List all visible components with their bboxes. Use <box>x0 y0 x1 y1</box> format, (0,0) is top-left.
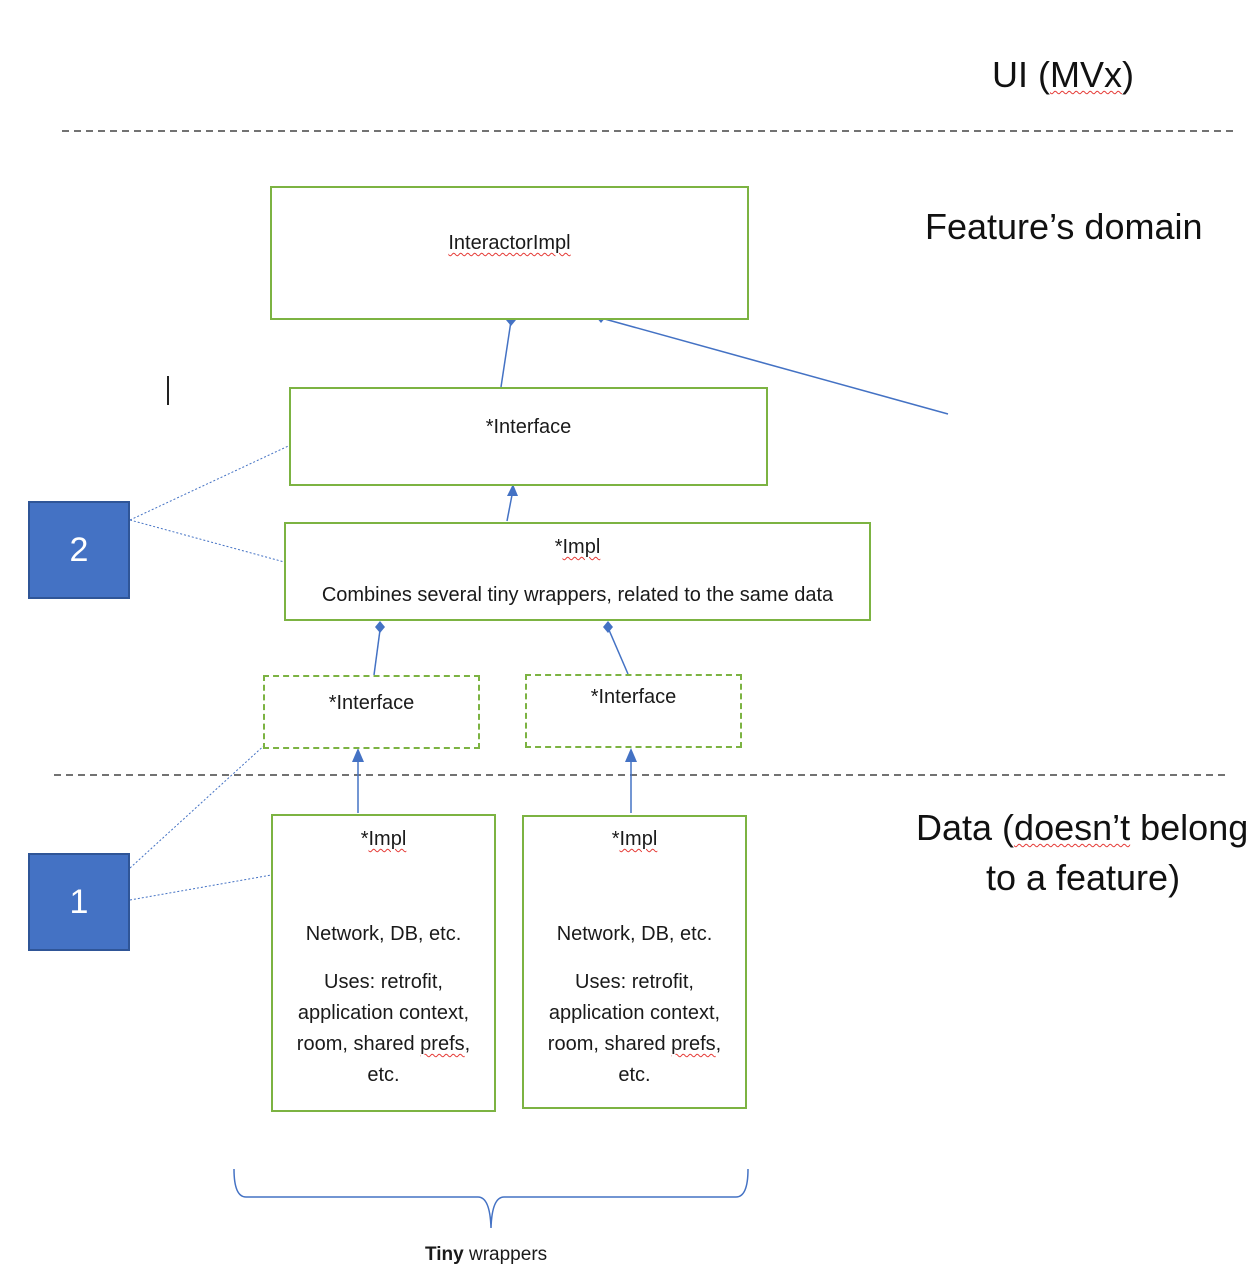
tiny-impl-right-line4-post: , <box>715 1033 722 1055</box>
realization-arrow-right <box>625 748 637 762</box>
section-data-post: belong <box>1130 807 1249 848</box>
section-label-domain: Feature’s domain <box>925 206 1203 248</box>
realization-arrow-left <box>352 748 364 762</box>
feature-interface-label: *Interface <box>485 416 572 438</box>
section-data-line1: Data (doesn’t belong <box>916 803 1249 853</box>
callout-1-to-impl <box>129 873 278 901</box>
callout-badge-2[interactable]: 2 <box>28 501 130 599</box>
tiny-impl-left-line1: Network, DB, etc. <box>305 923 462 945</box>
tiny-impl-left-line4-pre: room, shared <box>296 1033 421 1055</box>
composition-diamond-impl-left-interface <box>375 621 385 633</box>
tiny-interface-right-box[interactable]: *Interface <box>525 674 742 748</box>
callout-1-to-interface <box>129 730 281 869</box>
feature-impl-box[interactable]: *Impl Combines several tiny wrappers, re… <box>284 522 871 621</box>
feature-impl-marked: Impl <box>562 536 601 558</box>
tiny-impl-right-label: *Impl <box>524 828 745 851</box>
tiny-wrappers-caption-bold: Tiny <box>425 1244 464 1265</box>
feature-impl-label: *Impl <box>286 536 869 559</box>
realization-line-impl-interface <box>506 494 513 522</box>
tiny-impl-right-marked: Impl <box>619 828 658 850</box>
tiny-impl-left-line3: application context, <box>297 1002 470 1024</box>
tiny-impl-right-line2: Uses: retrofit, <box>575 971 694 993</box>
tiny-impl-left-line4: room, shared prefs, <box>273 1033 494 1056</box>
section-data-pre: Data ( <box>916 807 1015 848</box>
callout-2-to-interface <box>129 433 315 521</box>
callout-badge-1[interactable]: 1 <box>28 853 130 951</box>
tiny-impl-left-line2: Uses: retrofit, <box>324 971 443 993</box>
composition-line-interactor-outside <box>600 317 949 415</box>
callout-2-to-impl <box>129 519 289 564</box>
tiny-impl-left-line4-marked: prefs <box>420 1033 465 1055</box>
tiny-wrappers-caption-rest: wrappers <box>463 1244 548 1265</box>
feature-impl-prefix: * <box>554 536 563 558</box>
section-ui-marked: MVx <box>1050 54 1122 95</box>
section-data-line2: to a feature) <box>985 857 1181 898</box>
tiny-impl-right-box[interactable]: *Impl Network, DB, etc. Uses: retrofit, … <box>522 815 747 1109</box>
tiny-impl-left-label: *Impl <box>273 828 494 851</box>
composition-line-interactor-interface <box>500 320 512 388</box>
realization-arrow-impl-interface <box>507 484 518 496</box>
tiny-impl-right-line4: room, shared prefs, <box>524 1033 745 1056</box>
section-ui-end: ) <box>1122 54 1134 95</box>
section-label-data: Data (doesn’t belong to a feature) <box>916 803 1249 903</box>
feature-interface-box[interactable]: *Interface <box>289 387 768 486</box>
tiny-interface-left-label: *Interface <box>328 692 415 714</box>
tiny-impl-right-line3: application context, <box>548 1002 721 1024</box>
tiny-impl-right-line4-pre: room, shared <box>547 1033 672 1055</box>
tiny-impl-right-line1: Network, DB, etc. <box>556 923 713 945</box>
composition-diamond-impl-right-interface <box>603 621 613 633</box>
tiny-impl-left-box[interactable]: *Impl Network, DB, etc. Uses: retrofit, … <box>271 814 496 1112</box>
tiny-impl-left-marked: Impl <box>368 828 407 850</box>
tiny-interface-left-box[interactable]: *Interface <box>263 675 480 749</box>
tiny-wrappers-brace <box>233 1168 749 1229</box>
composition-line-impl-right-interface <box>608 629 629 675</box>
interactor-impl-label: InteractorImpl <box>448 232 571 254</box>
section-data-marked: doesn’t <box>1014 807 1131 848</box>
section-ui-text: UI ( <box>992 54 1050 95</box>
tiny-impl-right-line4-marked: prefs <box>671 1033 716 1055</box>
tiny-impl-right-line5: etc. <box>618 1064 651 1086</box>
feature-impl-description: Combines several tiny wrappers, related … <box>321 584 834 606</box>
tiny-impl-right-prefix: * <box>611 828 620 850</box>
interactor-impl-box[interactable]: InteractorImpl <box>270 186 749 320</box>
text-cursor <box>167 376 169 405</box>
tiny-impl-left-line5: etc. <box>367 1064 400 1086</box>
tiny-impl-left-prefix: * <box>360 828 369 850</box>
section-label-ui: UI (MVx) <box>992 54 1134 96</box>
composition-line-impl-left-interface <box>373 629 381 676</box>
tiny-impl-left-line4-post: , <box>464 1033 471 1055</box>
tiny-interface-right-label: *Interface <box>590 686 677 708</box>
tiny-wrappers-caption: Tiny wrappers <box>425 1244 547 1266</box>
section-domain-text: Feature’s domain <box>925 206 1203 247</box>
